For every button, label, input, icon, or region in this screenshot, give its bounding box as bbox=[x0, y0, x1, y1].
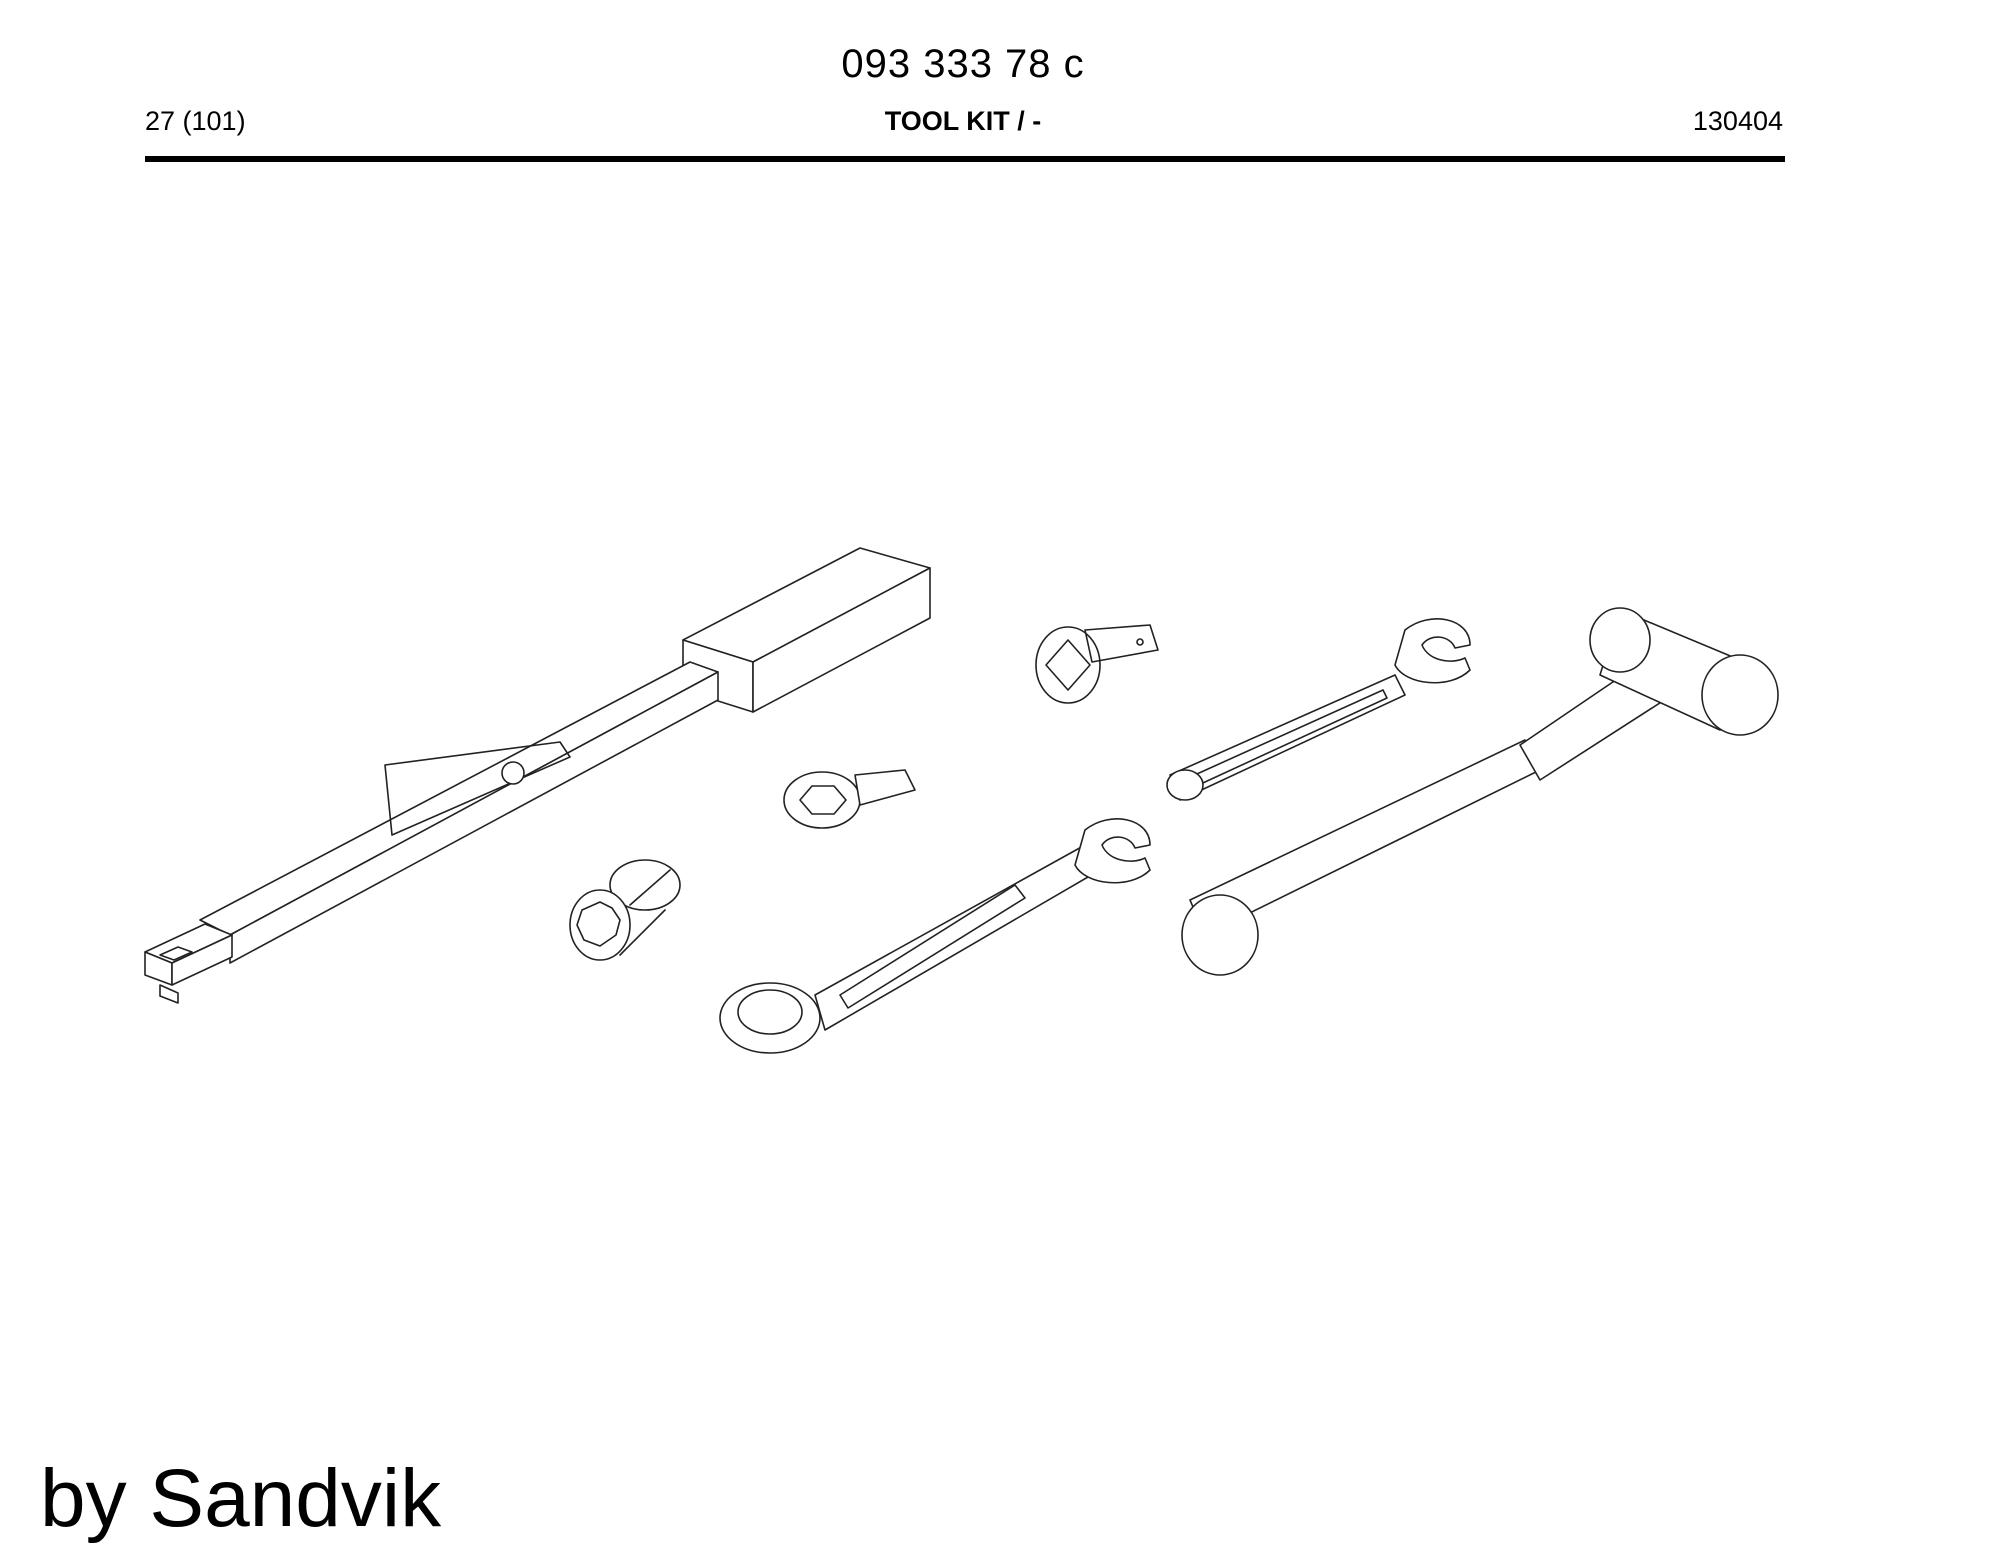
page-reference: 27 (101) bbox=[145, 106, 246, 136]
hex-socket-insert-illustration bbox=[783, 769, 916, 829]
square-drive-adapter-illustration bbox=[1035, 624, 1159, 704]
twelve-point-socket-illustration bbox=[569, 859, 681, 961]
open-end-wrench-illustration bbox=[1166, 618, 1471, 801]
combination-wrench-illustration bbox=[719, 818, 1151, 1054]
hammer-illustration bbox=[1181, 607, 1779, 976]
brand-footer: by Sandvik bbox=[40, 1453, 442, 1544]
page-title: TOOL KIT / - bbox=[884, 106, 1042, 136]
date-code: 130404 bbox=[1692, 106, 1783, 136]
document-number: 093 333 78 c bbox=[841, 42, 1085, 86]
header-rule bbox=[145, 156, 1785, 162]
torque-wrench-illustration bbox=[144, 547, 931, 1004]
